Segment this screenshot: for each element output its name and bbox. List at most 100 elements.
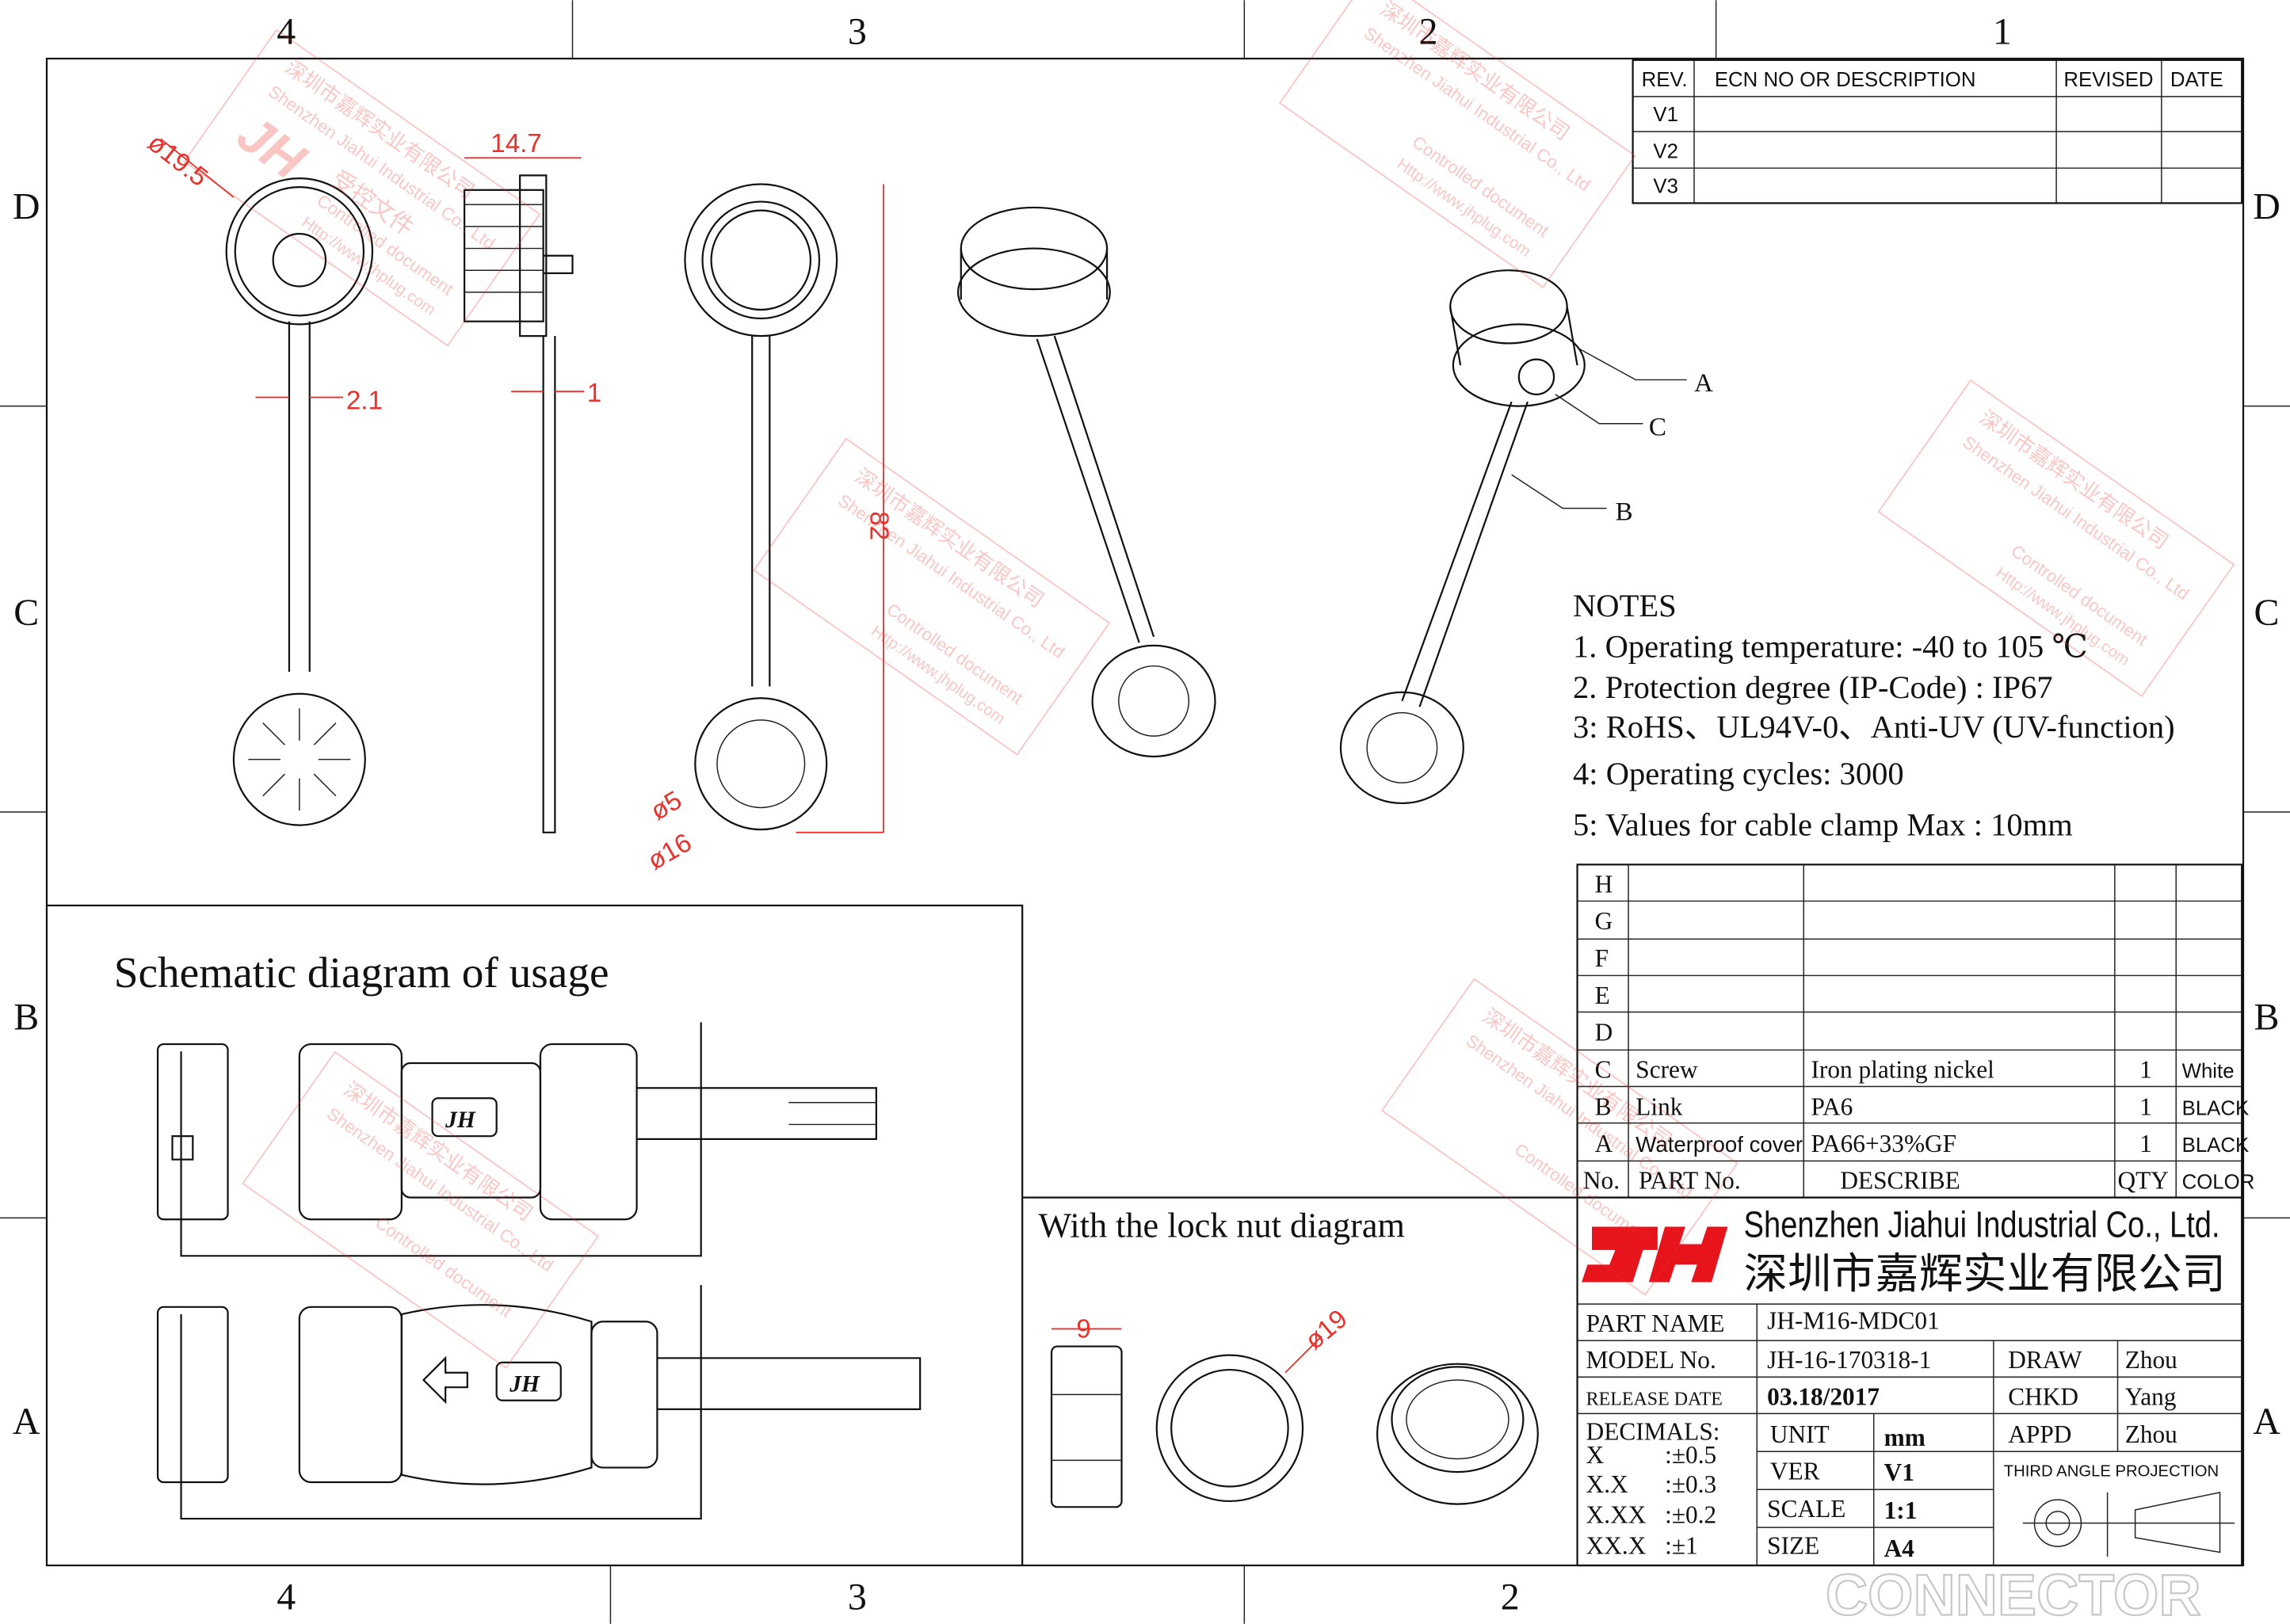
callout-b: B	[1615, 497, 1632, 526]
parts-cell-qty: 1	[2139, 1055, 2152, 1083]
appd-label: APPD	[2008, 1420, 2071, 1448]
scale-label: SCALE	[1767, 1495, 1845, 1523]
decimal-value: :±0.2	[1665, 1501, 1716, 1529]
unit-value: mm	[1884, 1424, 1926, 1451]
decimal-key: X.X	[1586, 1470, 1628, 1498]
zone-label: A	[2253, 1401, 2280, 1443]
decimal-key: X	[1586, 1441, 1605, 1469]
ver-label: VER	[1770, 1457, 1820, 1485]
dimension-side-width: 14.7	[490, 129, 542, 158]
note-item: 2. Protection degree (IP-Code) : IP67	[1573, 669, 2053, 705]
parts-cell-no: A	[1595, 1130, 1613, 1157]
zone-label: D	[2253, 186, 2280, 228]
top-view-cap: 82 ø5 ø16	[643, 183, 893, 876]
parts-cell-no: G	[1595, 907, 1613, 935]
scale-value: 1:1	[1884, 1496, 1918, 1524]
decimal-value: :±1	[1665, 1531, 1698, 1559]
parts-cell-part: Screw	[1635, 1055, 1698, 1083]
jh-logo	[1582, 1226, 1728, 1283]
dimension-strap-thickness: 1	[587, 379, 601, 408]
rev-header: REV.	[1642, 69, 1688, 91]
zone-label: 3	[848, 1576, 867, 1618]
jh-badge: JH	[509, 1372, 540, 1397]
callout-a: A	[1694, 368, 1713, 398]
parts-header-color: COLOR	[2182, 1172, 2255, 1194]
rev-row: V1	[1653, 104, 1678, 126]
dimension-strap-width: 2.1	[346, 386, 383, 415]
dimension-cap-diameter: ø19.5	[142, 128, 213, 193]
parts-cell-part: Waterproof cover	[1635, 1132, 1803, 1157]
watermark-cn: 深圳市嘉辉实业有限公司	[1376, 0, 1574, 145]
zone-label: 4	[277, 11, 296, 53]
rev-header: REVISED	[2063, 69, 2153, 91]
decimal-key: X.XX	[1586, 1501, 1647, 1529]
zone-label: C	[2254, 592, 2280, 634]
dimension-nut-diameter: ø19	[1300, 1304, 1353, 1355]
chkd-value: Yang	[2125, 1382, 2177, 1410]
parts-cell-desc: PA6	[1811, 1092, 1853, 1120]
release-date-value: 03.18/2017	[1767, 1382, 1880, 1410]
zone-label: 2	[1419, 11, 1438, 53]
dimension-length: 82	[864, 511, 893, 540]
zone-label: C	[13, 592, 39, 634]
company-header: Shenzhen Jiahui Industrial Co., Ltd. 深圳市…	[1576, 1196, 2243, 1567]
note-item: 3: RoHS、UL94V-0、Anti-UV (UV-function)	[1573, 709, 2175, 745]
jh-badge: JH	[445, 1107, 476, 1133]
parts-header-part: PART No.	[1639, 1167, 1741, 1195]
parts-cell-qty: 1	[2139, 1092, 2152, 1120]
decimal-value: :±0.5	[1665, 1441, 1716, 1469]
side-view-cap: 14.7 1	[464, 129, 601, 833]
rev-row: V2	[1653, 140, 1678, 162]
revision-table: REV. ECN NO OR DESCRIPTION REVISED DATE …	[1632, 59, 2243, 204]
dimension-hole-diameter: ø5	[646, 786, 687, 826]
chkd-label: CHKD	[2008, 1382, 2078, 1410]
zone-label: 2	[1501, 1576, 1520, 1618]
callout-c: C	[1649, 412, 1666, 441]
usage-title: Schematic diagram of usage	[114, 948, 609, 997]
usage-schematic: Schematic diagram of usage JH JH	[46, 904, 1024, 1566]
parts-header-qty: QTY	[2118, 1167, 2169, 1195]
draw-value: Zhou	[2125, 1346, 2177, 1374]
parts-header-no: No.	[1583, 1167, 1620, 1195]
zone-label: 3	[848, 11, 867, 53]
parts-cell-desc: Iron plating nickel	[1811, 1055, 1994, 1083]
lock-nut-diagram: With the lock nut diagram 9 ø19	[1022, 1196, 1578, 1508]
front-view-cap: ø19.5 2.1	[142, 128, 383, 826]
size-value: A4	[1884, 1534, 1915, 1562]
part-name-value: JH-M16-MDC01	[1767, 1306, 1940, 1334]
appd-value: Zhou	[2125, 1420, 2177, 1448]
unit-label: UNIT	[1770, 1420, 1830, 1448]
draw-label: DRAW	[2008, 1346, 2082, 1374]
parts-cell-no: C	[1595, 1055, 1612, 1083]
isometric-view-1	[956, 206, 1216, 758]
part-name-label: PART NAME	[1586, 1309, 1725, 1337]
parts-cell-no: D	[1595, 1019, 1613, 1046]
company-name-cn: 深圳市嘉辉实业有限公司	[1744, 1250, 2226, 1298]
note-item: 5: Values for cable clamp Max : 10mm	[1573, 806, 2073, 842]
decimal-key: XX.X	[1586, 1531, 1647, 1559]
notes: NOTES 1. Operating temperature: -40 to 1…	[1573, 588, 2175, 842]
note-item: 1. Operating temperature: -40 to 105 ℃	[1573, 629, 2088, 665]
decimal-value: :±0.3	[1665, 1470, 1716, 1498]
assembly-upper: JH	[156, 1022, 877, 1257]
dimension-ring-diameter: ø16	[643, 828, 697, 876]
note-item: 4: Operating cycles: 3000	[1573, 756, 1904, 791]
parts-cell-no: F	[1595, 944, 1609, 972]
title-block: PART NAME JH-M16-MDC01 MODEL No. JH-16-1…	[1577, 1303, 2242, 1566]
parts-cell-desc: PA66+33%GF	[1811, 1130, 1956, 1157]
zone-label: D	[13, 186, 40, 228]
dimension-nut-width: 9	[1076, 1315, 1090, 1344]
release-date-label: RELEASE DATE	[1586, 1389, 1723, 1409]
model-label: MODEL No.	[1586, 1346, 1716, 1374]
parts-cell-color: White	[2182, 1060, 2235, 1082]
locknut-title: With the lock nut diagram	[1038, 1206, 1404, 1245]
parts-header-describe: DESCRIBE	[1840, 1167, 1960, 1195]
parts-cell-no: B	[1595, 1092, 1612, 1120]
assembly-lower: JH	[156, 1285, 922, 1520]
rev-row: V3	[1653, 176, 1678, 198]
parts-cell-color: BLACK	[2182, 1134, 2250, 1157]
ver-value: V1	[1884, 1458, 1914, 1486]
parts-cell-color: BLACK	[2182, 1097, 2250, 1119]
